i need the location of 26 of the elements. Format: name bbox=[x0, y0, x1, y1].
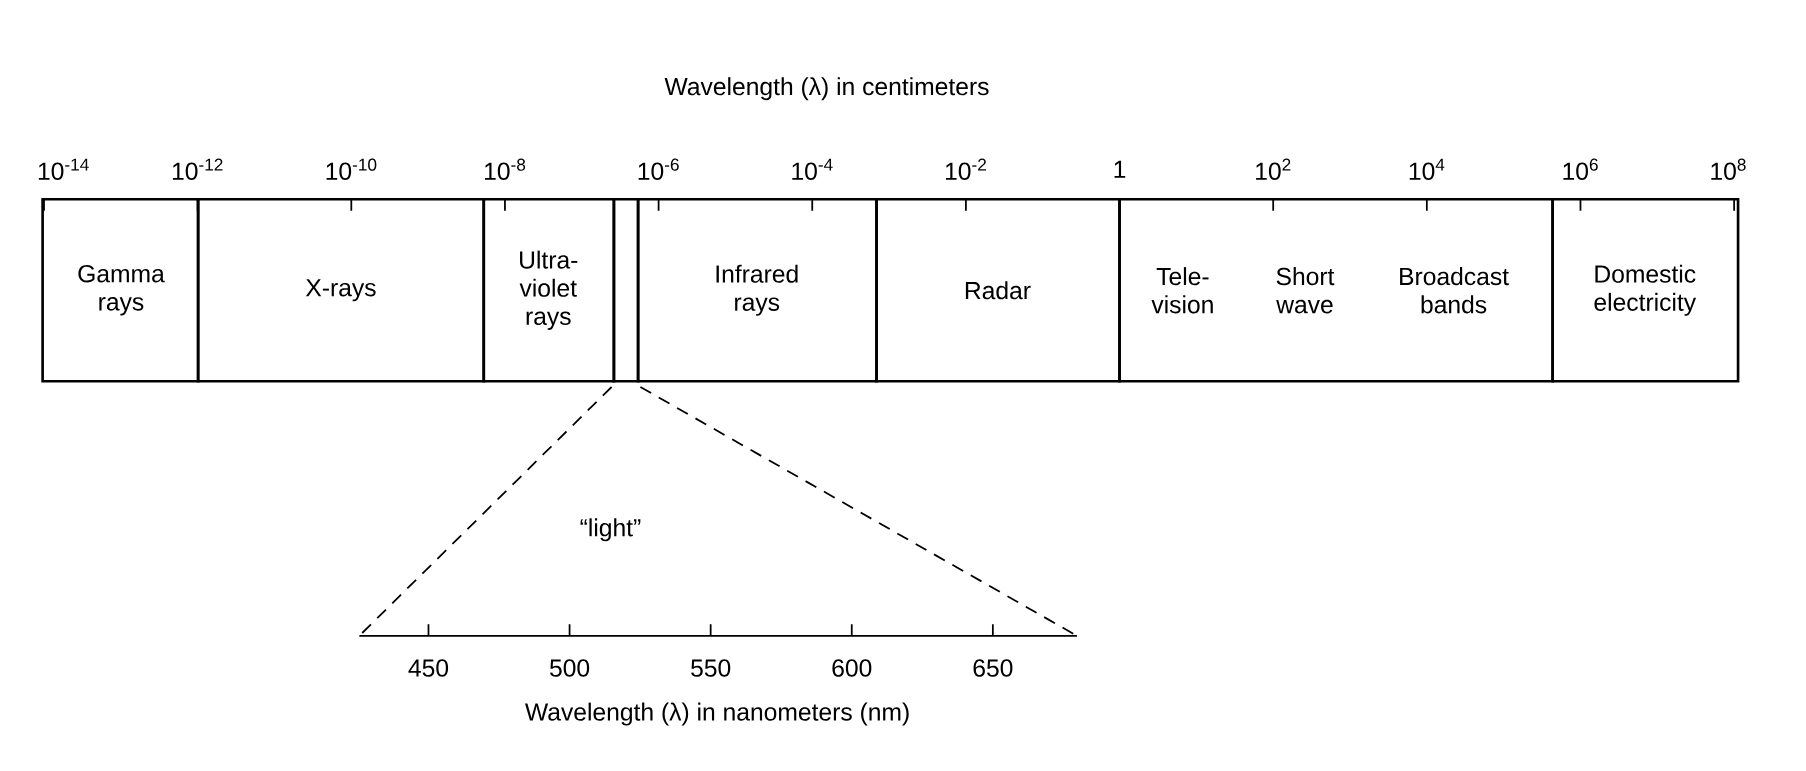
tick-label: 1 bbox=[1114, 161, 1126, 179]
tick-label: 10$^{-8}$ bbox=[485, 158, 526, 181]
tick-label: 10$^{-6}$ bbox=[638, 158, 679, 181]
band-label: X-rays bbox=[305, 279, 376, 302]
band-label: Short wave bbox=[1276, 267, 1335, 314]
tick-label: 500 bbox=[550, 659, 590, 677]
band-label: Infrared rays bbox=[716, 264, 798, 317]
axis-title: Wavelength (λ) in centimeters bbox=[664, 77, 989, 101]
band-label: Radar bbox=[965, 281, 1031, 300]
axis-title: Wavelength (λ) in nanometers (nm) bbox=[525, 702, 909, 726]
tick-label: 10$^{-4}$ bbox=[792, 158, 833, 181]
band-box bbox=[612, 198, 640, 383]
tick-label: 550 bbox=[691, 659, 731, 677]
band-label: Domestic electricity bbox=[1594, 264, 1697, 317]
tick-label: 600 bbox=[832, 659, 872, 677]
tick-label: 10$^{-12}$ bbox=[172, 158, 223, 181]
band-label: Tele- vision bbox=[1151, 267, 1213, 314]
tick-label: 10$^{-2}$ bbox=[945, 158, 986, 181]
band-label: Broadcast bands bbox=[1400, 267, 1509, 314]
tick-label: 10$^{6}$ bbox=[1563, 158, 1598, 181]
region-label: “light” bbox=[580, 518, 641, 542]
tick-label: 450 bbox=[408, 659, 449, 677]
band-label: Gamma rays bbox=[78, 265, 165, 316]
band-label: Ultra- violet rays bbox=[519, 250, 578, 331]
tick-label: 10$^{8}$ bbox=[1711, 158, 1746, 181]
tick-label: 650 bbox=[973, 659, 1013, 677]
